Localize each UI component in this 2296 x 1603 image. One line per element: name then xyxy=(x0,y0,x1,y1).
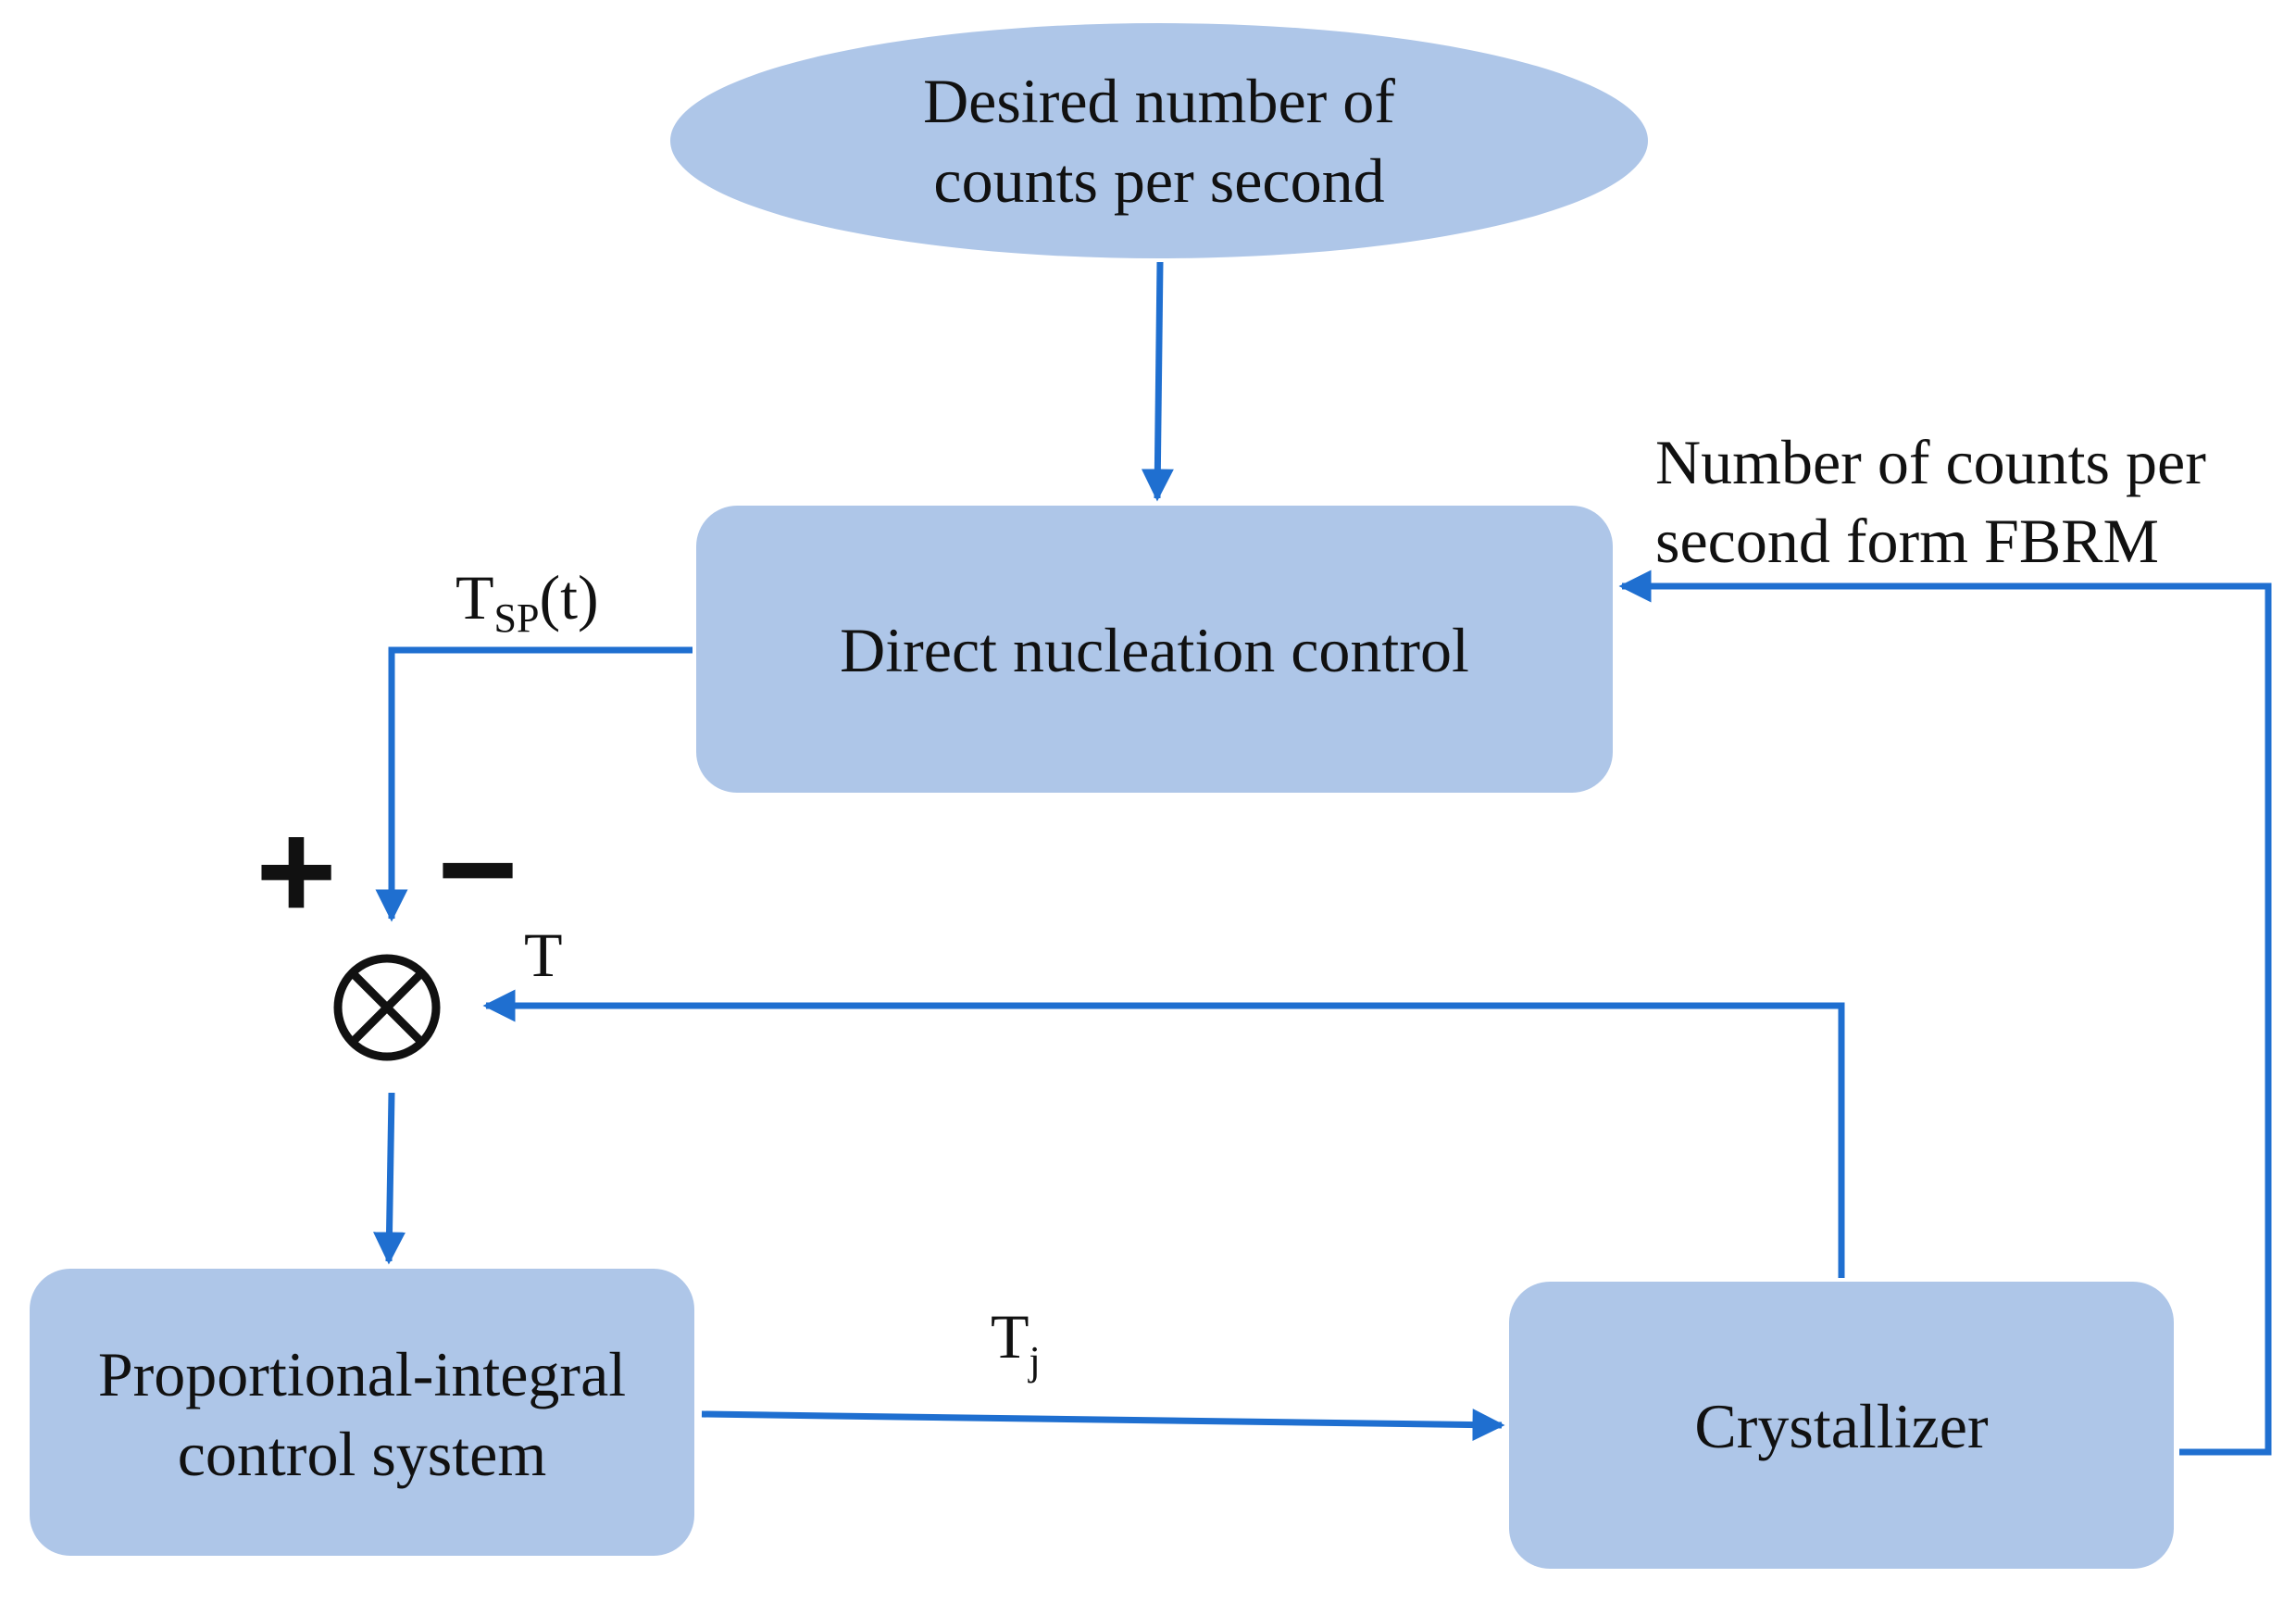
t-feedback-label: T xyxy=(524,920,563,990)
fbrm-label-line2: second form FBRM xyxy=(1655,506,2159,576)
summing-junction xyxy=(333,954,441,1061)
tj-label: Tj xyxy=(991,1301,1041,1384)
arrow-junction-to-pi xyxy=(373,1092,406,1265)
tsp-label: TSP(t) xyxy=(455,562,599,641)
crystallizer-label: Crystallizer xyxy=(1694,1391,1989,1461)
tsp-label-main: T xyxy=(455,562,494,632)
arrow-crystallizer-to-junction xyxy=(482,989,1845,1278)
pi-control-system-line2: control system xyxy=(178,1419,547,1489)
desired-counts-line2: counts per second xyxy=(933,145,1384,216)
arrow-desired-to-dnc xyxy=(1141,261,1174,502)
arrow-crystallizer-to-dnc xyxy=(1618,570,2272,1456)
pi-control-system-box xyxy=(30,1269,694,1556)
direct-nucleation-control-box xyxy=(696,506,1613,793)
desired-counts-line1: Desired number of xyxy=(923,66,1395,136)
desired-counts-ellipse xyxy=(670,23,1648,258)
plus-sign: + xyxy=(256,793,337,948)
pi-control-system-line1: Proportional-integral xyxy=(98,1339,626,1409)
arrow-dnc-to-junction xyxy=(375,646,693,922)
arrow-pi-to-crystallizer xyxy=(701,1409,1505,1442)
tj-label-main: T xyxy=(991,1301,1029,1371)
minus-sign: − xyxy=(437,791,518,946)
tsp-label-tail: (t) xyxy=(540,562,599,632)
crystallizer-box xyxy=(1509,1282,2174,1569)
fbrm-label-line1: Number of counts per xyxy=(1655,427,2206,497)
direct-nucleation-control-label: Direct nucleation control xyxy=(840,615,1469,685)
tj-label-subscript: j xyxy=(1028,1338,1041,1384)
tsp-label-subscript: SP xyxy=(494,595,540,641)
